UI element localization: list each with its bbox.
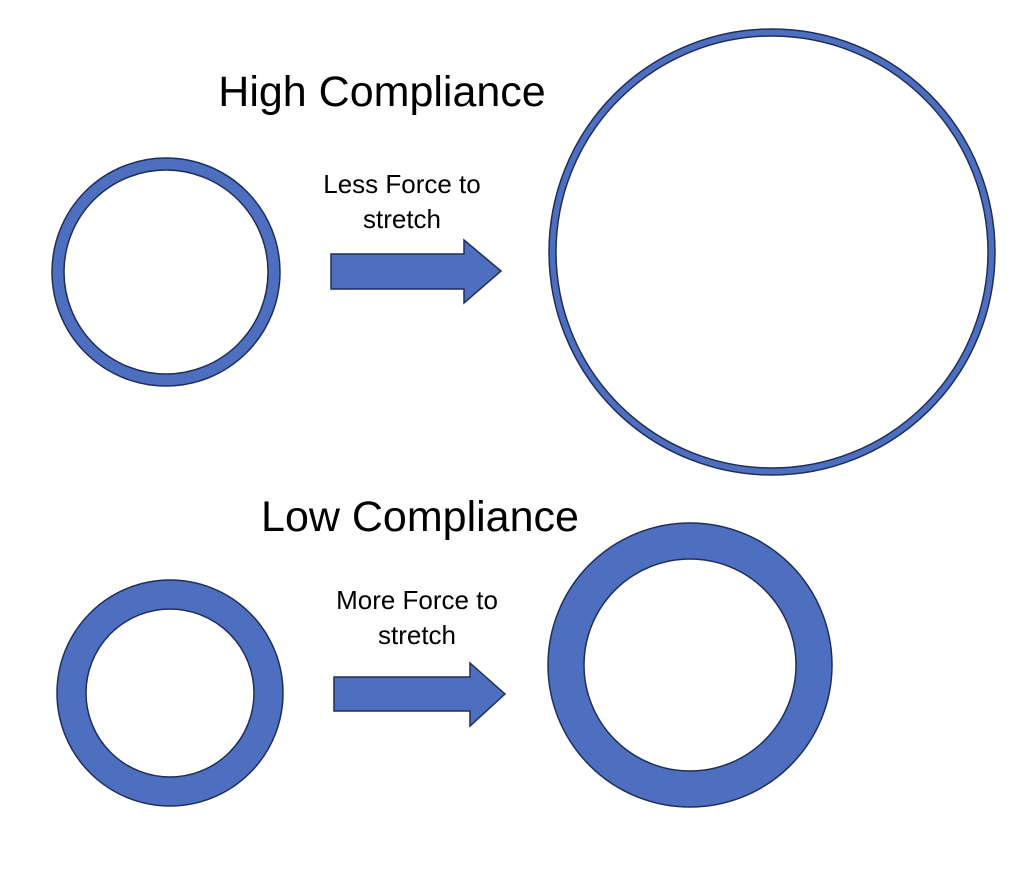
low-compliance-large-ring [547,522,833,808]
low-compliance-small-ring [56,579,284,807]
high-compliance-arrow-label-line1: Less Force to [323,169,481,199]
high-compliance-title: High Compliance [218,68,545,116]
high-compliance-arrow-label-line2: stretch [363,204,441,234]
low-compliance-title: Low Compliance [261,493,579,541]
high-compliance-small-ring [51,157,281,387]
high-compliance-large-ring [548,28,996,476]
low-compliance-arrow-label-line2: stretch [378,620,456,650]
high-compliance-arrow-icon [330,238,503,305]
low-compliance-arrow-icon [333,661,507,728]
low-compliance-arrow-label-line1: More Force to [336,585,498,615]
